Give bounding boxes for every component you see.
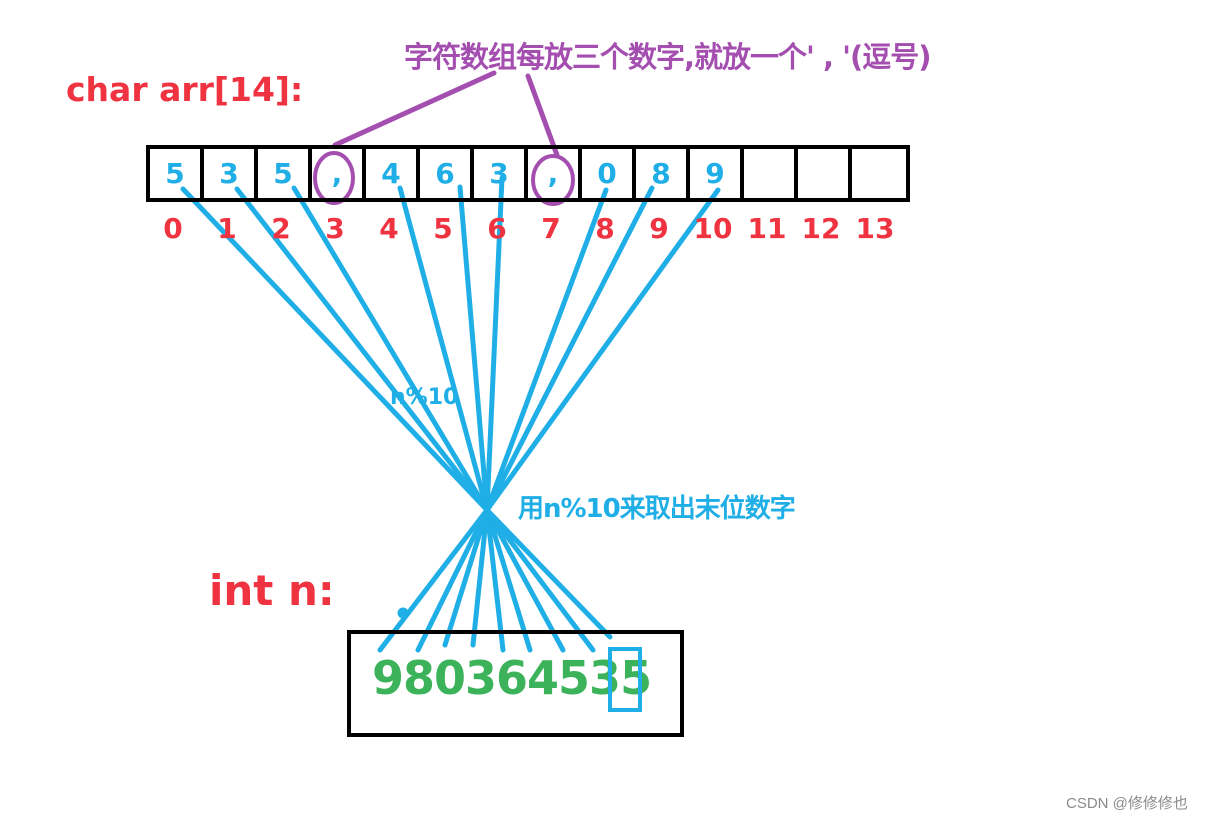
array-index: 11 — [747, 212, 787, 245]
array-index: 4 — [379, 212, 399, 245]
array-cell-6: 3 — [474, 149, 528, 198]
array-cell-5: 6 — [420, 149, 474, 198]
array-cell-2: 5 — [258, 149, 312, 198]
array-index: 3 — [325, 212, 345, 245]
purple-pointer-line-1 — [332, 70, 497, 148]
int-declaration-label: int n: — [209, 566, 335, 615]
array-cell-9: 8 — [636, 149, 690, 198]
int-value-last-digit: 5 — [620, 651, 652, 705]
array-index: 2 — [271, 212, 291, 245]
array-index-row: 0 1 2 3 4 5 6 7 8 9 10 11 12 13 — [146, 212, 902, 245]
array-index: 7 — [541, 212, 561, 245]
array-index: 9 — [649, 212, 669, 245]
int-value-prefix: 98036453 — [372, 651, 621, 705]
array-cell-10: 9 — [690, 149, 744, 198]
watermark: CSDN @修修修也 — [1066, 795, 1188, 812]
char-array: 5 3 5 , 4 6 3 , 0 8 9 — [146, 145, 910, 202]
int-value-box — [347, 630, 684, 737]
array-cell-8: 0 — [582, 149, 636, 198]
array-index: 0 — [163, 212, 183, 245]
comma-circle-7 — [531, 154, 575, 206]
array-index: 13 — [855, 212, 895, 245]
purple-pointer-line-2 — [525, 73, 560, 158]
array-cell-1: 3 — [204, 149, 258, 198]
array-index: 1 — [217, 212, 237, 245]
array-index: 5 — [433, 212, 453, 245]
array-cell-3: , — [312, 149, 366, 198]
array-index: 12 — [801, 212, 841, 245]
modulo-note-small: n%10 — [390, 385, 459, 410]
modulo-note-main: 用n%10来取出末位数字 — [518, 494, 796, 524]
array-cell-11 — [744, 149, 798, 198]
last-digit-highlight — [608, 647, 642, 712]
annotation-comma-rule: 字符数组每放三个数字,就放一个' , '(逗号) — [404, 40, 931, 74]
array-index: 6 — [487, 212, 507, 245]
array-cell-4: 4 — [366, 149, 420, 198]
array-cell-13 — [852, 149, 906, 198]
array-index: 10 — [693, 212, 733, 245]
int-value: 980364535 — [372, 651, 652, 705]
array-index: 8 — [595, 212, 615, 245]
comma-circle-3 — [313, 151, 355, 205]
array-cell-12 — [798, 149, 852, 198]
array-declaration-label: char arr[14]: — [66, 70, 304, 109]
array-cell-0: 5 — [150, 149, 204, 198]
array-cell-7: , — [528, 149, 582, 198]
